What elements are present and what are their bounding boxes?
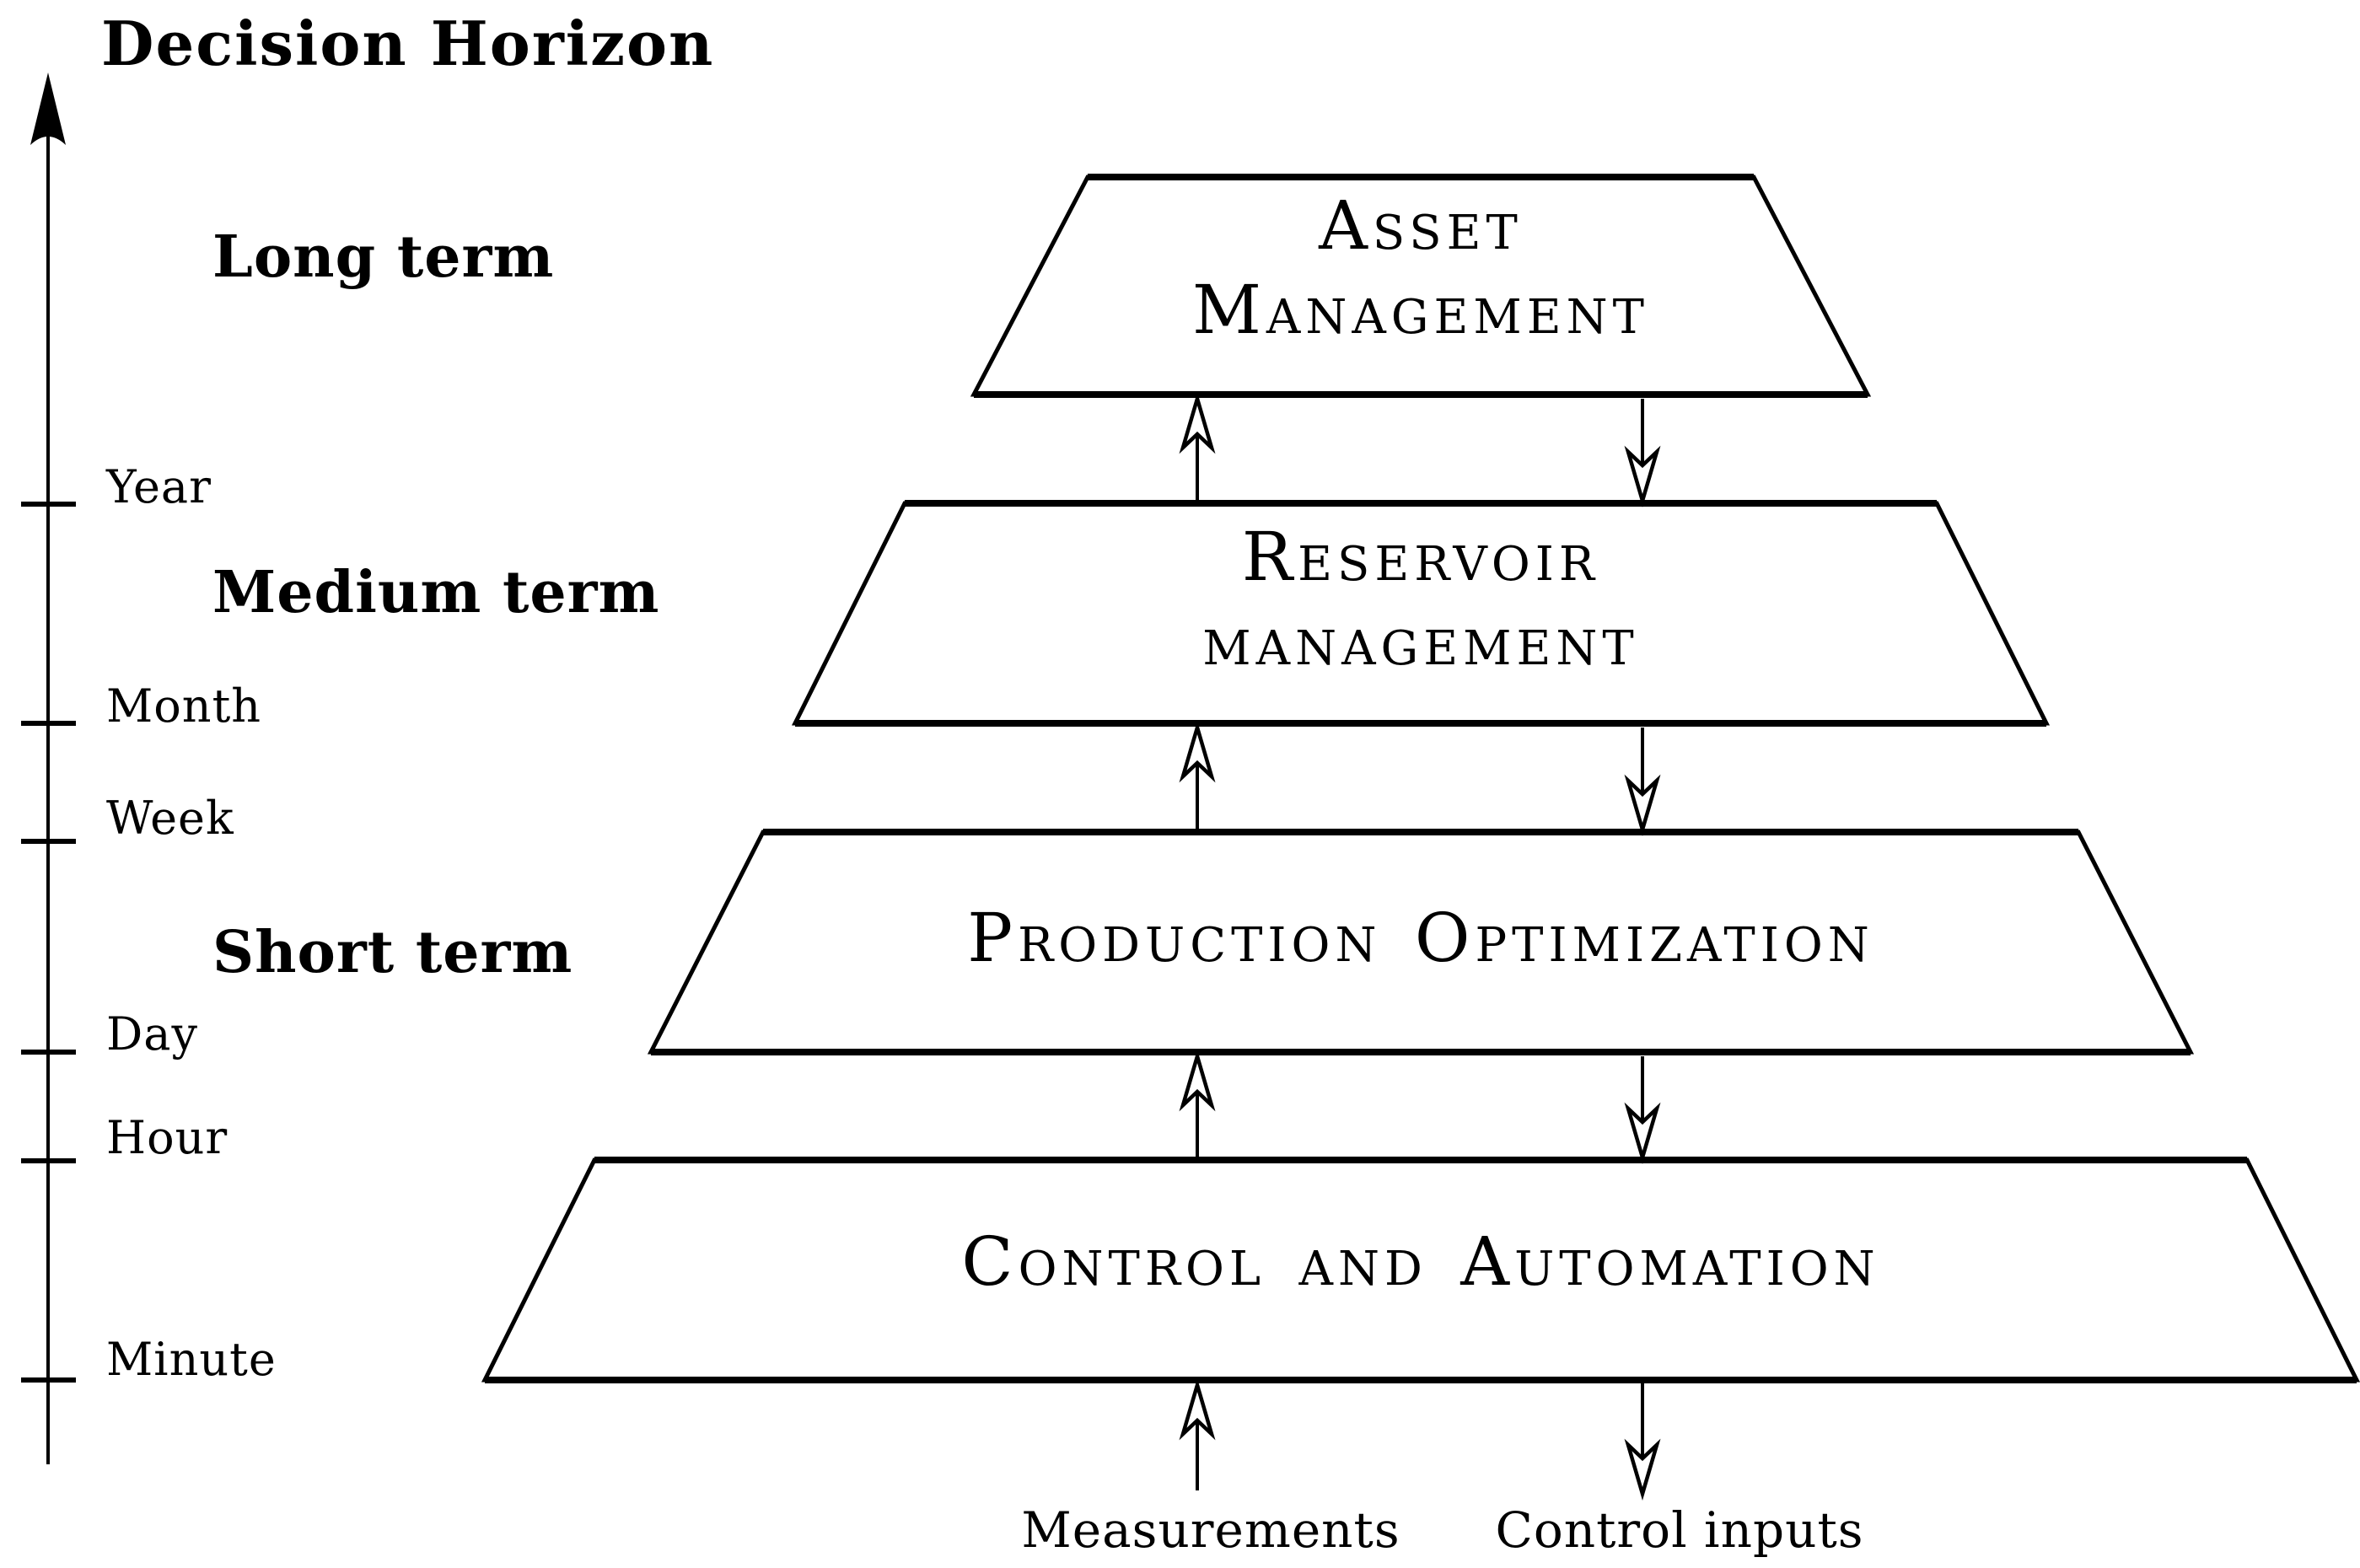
pyramid — [481, 174, 2360, 1383]
tick-label-month: Month — [106, 679, 262, 733]
term-label-short: Short term — [212, 919, 573, 986]
tick-label-year: Year — [106, 460, 212, 513]
trapezoid-horizontal-edges — [485, 174, 2357, 1383]
arrow-up-production-to-reservoir — [1179, 721, 1216, 830]
arrow-down-production-to-control — [1624, 1056, 1661, 1164]
axis-arrowhead-icon — [30, 72, 66, 145]
level-label-asset-management: Asset Management — [1192, 184, 1649, 352]
arrow-down-asset-to-reservoir — [1624, 399, 1661, 507]
measurements-label: Measurements — [1021, 1501, 1400, 1559]
flow-arrows — [1179, 392, 1661, 1501]
level-label-line2: management — [1202, 602, 1639, 680]
time-axis — [21, 72, 76, 1464]
tick-label-hour: Hour — [106, 1111, 228, 1164]
level-label-reservoir-management: Reservoir management — [1202, 515, 1638, 684]
level-label-line2: Management — [1192, 271, 1649, 349]
level-label-production-optimization: Production Optimization — [967, 899, 1874, 977]
term-label-long: Long term — [212, 223, 555, 291]
page-title: Decision Horizon — [101, 8, 715, 79]
tick-label-week: Week — [106, 792, 234, 845]
arrow-up-reservoir-to-asset — [1179, 392, 1216, 501]
arrow-up-measurements — [1179, 1378, 1216, 1490]
level-label-control-and-automation: Control and Automation — [961, 1222, 1880, 1301]
term-label-medium: Medium term — [212, 559, 660, 626]
level-label-line1: Reservoir — [1241, 518, 1600, 596]
level-label-line1: Asset — [1319, 186, 1523, 265]
control-inputs-label: Control inputs — [1495, 1501, 1864, 1559]
arrow-down-control-inputs — [1624, 1383, 1661, 1501]
tick-label-minute: Minute — [106, 1333, 277, 1386]
arrow-up-control-to-production — [1179, 1050, 1216, 1157]
tick-label-day: Day — [106, 1007, 198, 1061]
arrow-down-reservoir-to-production — [1624, 728, 1661, 836]
